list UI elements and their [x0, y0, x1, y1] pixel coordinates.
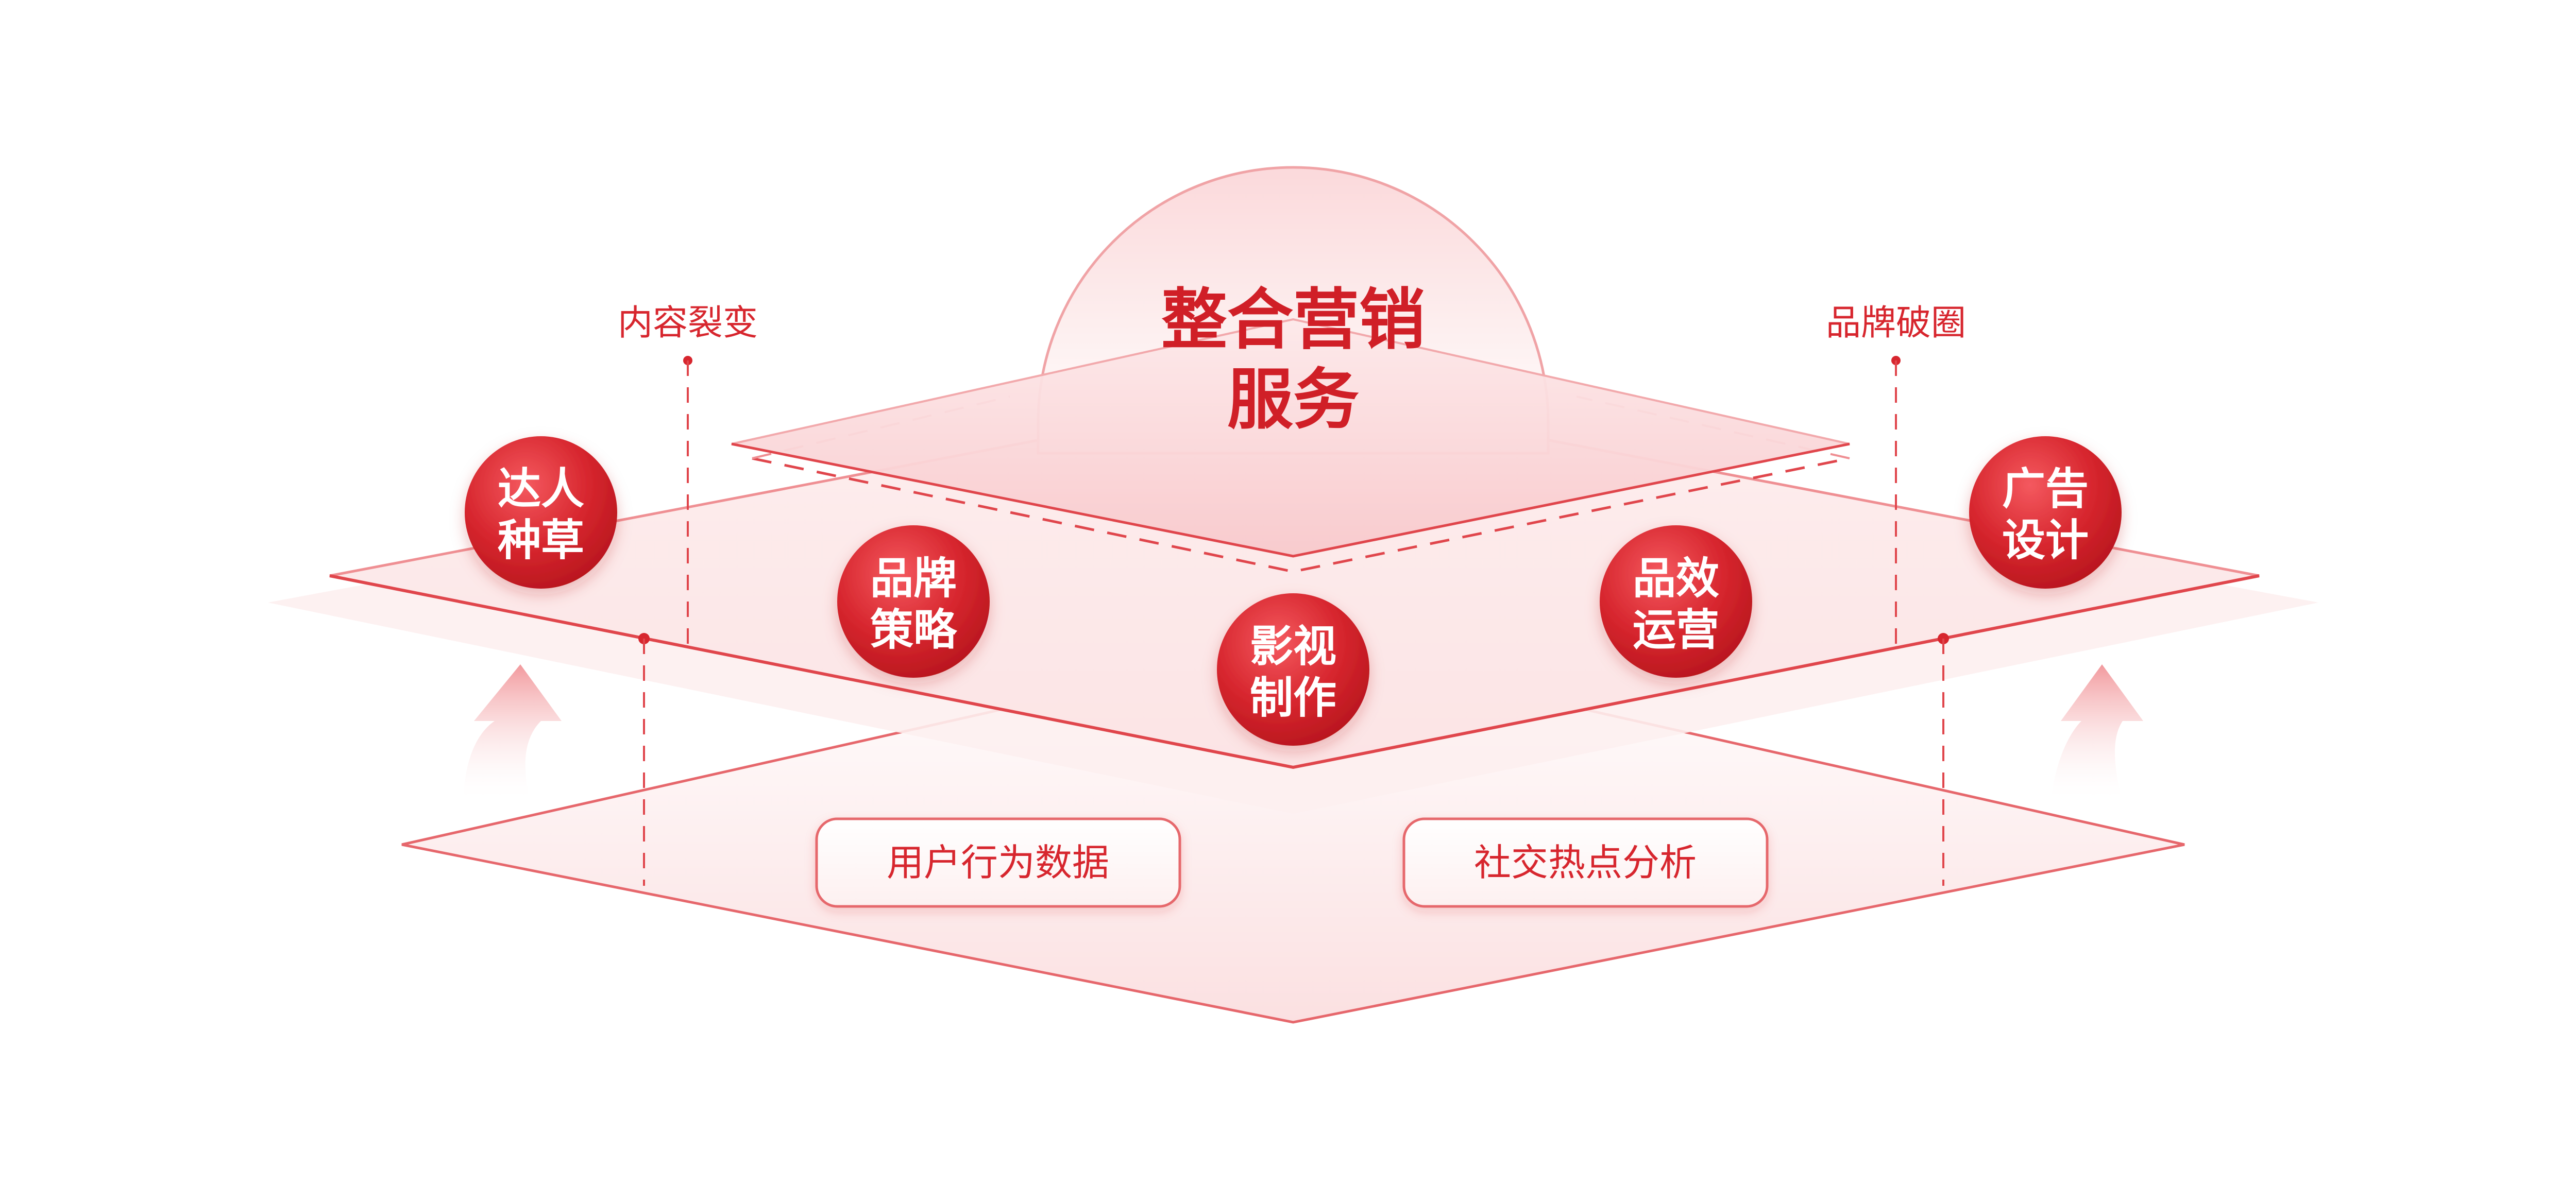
- node-daren-line2: 种草: [498, 515, 584, 565]
- node-guanggao-line1: 广告: [2002, 463, 2089, 514]
- top-plane-front-edge: [731, 442, 1850, 558]
- node-daren-line1: 达人: [498, 463, 584, 514]
- node-pinxiao-line1: 品效: [1633, 553, 1719, 604]
- pill-user-behavior-data-label: 用户行为数据: [887, 841, 1109, 884]
- node-guanggao-line2: 设计: [2002, 515, 2089, 565]
- top-plane-dashed-outline: [752, 457, 1850, 573]
- pill-social-hotspot-analysis: 社交热点分析: [1402, 817, 1769, 908]
- pill-user-behavior-data: 用户行为数据: [815, 817, 1181, 908]
- pill-social-hotspot-analysis-label: 社交热点分析: [1474, 841, 1697, 884]
- center-title-line1: 整合营销: [1161, 282, 1425, 358]
- node-guanggao: 广告 设计: [1969, 436, 2122, 589]
- node-yingshi-line1: 影视: [1250, 621, 1336, 672]
- node-daren: 达人 种草: [465, 436, 617, 589]
- node-pinxiao: 品效 运营: [1600, 525, 1752, 678]
- node-pinpai-celue-line2: 策略: [870, 605, 958, 655]
- node-yingshi-line2: 制作: [1250, 673, 1336, 723]
- left-up-arrow: [464, 664, 562, 803]
- node-pinpai-celue-line1: 品牌: [870, 553, 957, 604]
- node-pinpai-celue: 品牌 策略: [837, 525, 990, 678]
- top-plane: [732, 319, 1850, 556]
- center-title-line2: 服务: [1227, 362, 1359, 438]
- right-up-arrow: [2050, 664, 2143, 803]
- callout-left-label: 内容裂变: [618, 303, 758, 344]
- node-pinxiao-line2: 运营: [1633, 605, 1719, 655]
- node-yingshi: 影视 制作: [1217, 593, 1369, 746]
- middle-plane-front-edge: [329, 574, 2260, 769]
- callout-right-label: 品牌破圈: [1826, 303, 1966, 344]
